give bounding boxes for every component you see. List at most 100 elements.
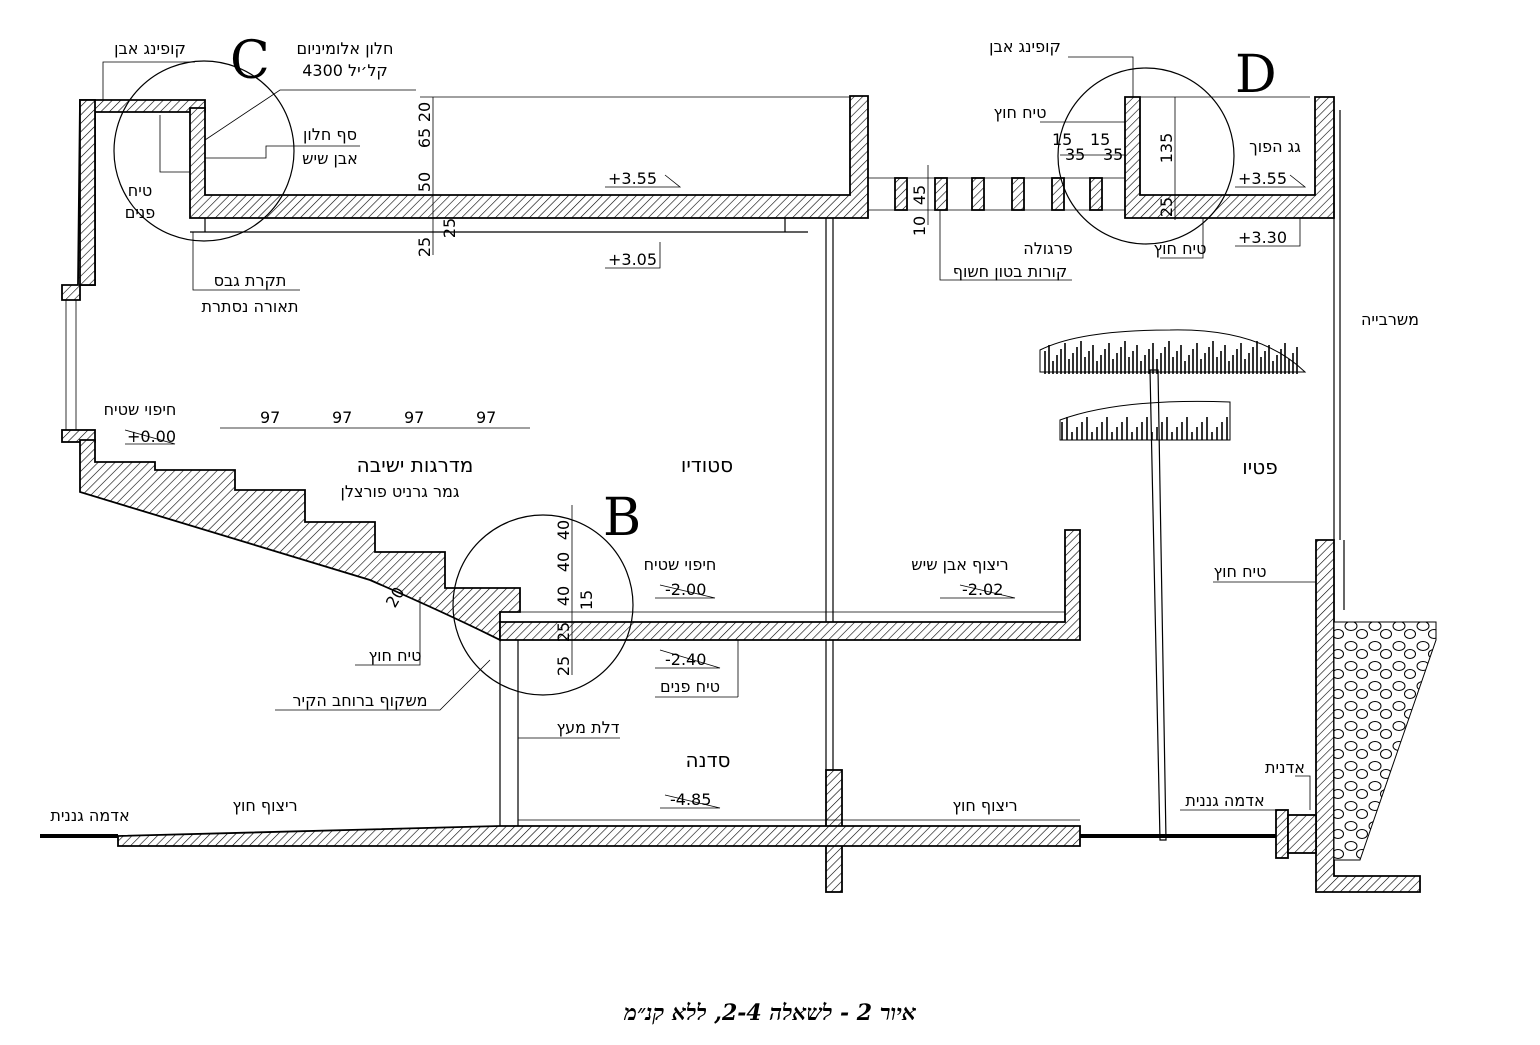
dim-step-4: 97 xyxy=(476,408,496,427)
dimension-labels: 20 65 50 25 25 15 35 15 35 135 25 45 10 … xyxy=(260,102,1176,676)
dim-b-15: 15 xyxy=(577,590,596,610)
tree-canopy-strokes xyxy=(1044,341,1298,440)
label-patio: פטיו xyxy=(1242,455,1277,479)
label-frame: משקוף ברוחב הקיר xyxy=(292,691,427,710)
dim-135: 135 xyxy=(1157,133,1176,164)
left-wall-upper xyxy=(79,99,96,286)
detail-label-d: D xyxy=(1235,45,1277,105)
dim-b-25-a: 25 xyxy=(554,622,573,642)
label-alu-window-model: קל׳יל 4300 xyxy=(302,61,388,80)
dim-step-2: 97 xyxy=(332,408,352,427)
label-coping-right: קופינג אבן xyxy=(989,37,1061,56)
label-coping-left: קופינג אבן xyxy=(114,39,186,58)
dim-b-40-b: 40 xyxy=(554,552,573,572)
roof-slab-left xyxy=(189,95,869,219)
tree-drawing xyxy=(1039,329,1307,841)
level-485: -4.85 xyxy=(670,790,711,809)
label-sill: סף חלון xyxy=(303,125,357,144)
dim-25-c: 25 xyxy=(1157,197,1176,217)
label-mashrabiya: משרבייה xyxy=(1361,310,1419,329)
dim-10: 10 xyxy=(910,216,929,236)
level-305: +3.05 xyxy=(608,250,657,269)
section-drawing: C D B xyxy=(40,31,1437,893)
detail-circles: C D B xyxy=(113,31,1277,696)
label-outer-paving-left: ריצוף חוץ xyxy=(232,796,297,815)
dim-b-40-a: 40 xyxy=(554,520,573,540)
level-marks xyxy=(124,174,1307,809)
gravel-backfill xyxy=(1333,621,1437,861)
detail-circle-c xyxy=(113,60,295,242)
detail-circle-b xyxy=(452,514,634,696)
pergola-beam xyxy=(934,177,948,211)
label-wood-door: דלת מעץ xyxy=(557,718,620,737)
label-floor-finish-top: חיפוי שטיח xyxy=(104,400,177,419)
ground-slab xyxy=(117,825,1081,847)
planter-soil xyxy=(1287,814,1317,854)
label-gypsum-ceiling: תקרת גבס xyxy=(214,271,287,290)
level-330: +3.30 xyxy=(1238,228,1287,247)
label-seating-steps: מדרגות ישיבה xyxy=(357,453,474,477)
label-garden-soil-right: אדמה גננית xyxy=(1185,791,1264,810)
label-granite-finish: גמר גרניט פורצלן xyxy=(341,482,460,501)
label-inner-plaster: טיח xyxy=(128,181,152,200)
level-labels: +3.55 +3.05 +3.55 +3.30 +0.00 -2.00 -2.0… xyxy=(127,169,1287,809)
tree-trunk xyxy=(1149,369,1167,841)
dim-b-25-b: 25 xyxy=(554,656,573,676)
dim-25-b: 25 xyxy=(415,237,434,257)
label-alu-window: חלון אלומיניום xyxy=(297,39,394,58)
label-outer-paving-right: ריצוף חוץ xyxy=(952,796,1017,815)
left-window-frame xyxy=(65,299,77,431)
label-pergola: פרגולה xyxy=(1023,239,1073,258)
dim-45: 45 xyxy=(910,185,929,205)
level-240: -2.40 xyxy=(665,650,706,669)
dim-50: 50 xyxy=(415,172,434,192)
figure-caption: איור 2 - לשאלה 2-4, ללא קנ״מ xyxy=(623,1000,917,1026)
label-planter: אדנית xyxy=(1265,758,1305,777)
label-inverted-roof: גג הפוך xyxy=(1249,137,1301,156)
dim-65: 65 xyxy=(415,128,434,148)
tree-canopy-lower xyxy=(1059,400,1231,441)
pergola-beam xyxy=(1011,177,1025,211)
label-inner-plaster-b: טיח פנים xyxy=(660,677,720,696)
label-workshop: סדנה xyxy=(686,748,731,772)
left-wall-lower-sill xyxy=(61,429,96,443)
dim-step-1: 97 xyxy=(260,408,280,427)
dimension-lines xyxy=(220,96,1310,675)
label-hidden-lighting: תאורה נסתרת xyxy=(202,297,299,316)
level-202: -2.02 xyxy=(962,580,1003,599)
dim-step-3: 97 xyxy=(404,408,424,427)
label-outer-plaster-b: טיח חוץ xyxy=(369,646,422,665)
label-inner-plaster-2: פנים xyxy=(125,203,156,222)
label-marble-floor: ריצוף אבן שיש xyxy=(911,555,1008,574)
detail-label-b: B xyxy=(603,488,641,548)
label-outer-plaster-patio: טיח חוץ xyxy=(1214,562,1267,581)
label-pergola-beams: קורות בטון חשוף xyxy=(953,262,1068,281)
label-garden-soil-left: אדמה גננית xyxy=(50,806,129,825)
pergola-beam xyxy=(971,177,985,211)
structure xyxy=(40,95,1437,893)
dim-15-b: 15 xyxy=(1090,130,1110,149)
level-355-left: +3.55 xyxy=(608,169,657,188)
label-outer-plaster-d: טיח חוץ xyxy=(1154,239,1207,258)
dim-25-a: 25 xyxy=(440,218,459,238)
level-000: +0.00 xyxy=(127,427,176,446)
level-355-right: +3.55 xyxy=(1238,169,1287,188)
tree-canopy-upper xyxy=(1039,329,1307,373)
level-200: -2.00 xyxy=(665,580,706,599)
pergola-beam xyxy=(1089,177,1103,211)
label-outer-plaster-top: טיח חוץ xyxy=(994,103,1047,122)
pergola-beam xyxy=(894,177,908,211)
label-studio: סטודיו xyxy=(681,453,733,477)
detail-circle-d xyxy=(1057,67,1235,245)
dim-b-40-c: 40 xyxy=(554,586,573,606)
dim-15-a: 15 xyxy=(1052,130,1072,149)
annotations: קופינג אבן חלון אלומיניום קל׳יל 4300 סף … xyxy=(50,37,1419,825)
dim-20: 20 xyxy=(415,102,434,122)
detail-label-c: C xyxy=(230,31,270,91)
label-sill-material: אבן שיש xyxy=(302,149,358,168)
roof-slab-right xyxy=(1124,96,1335,219)
label-floor-finish-studio: חיפוי שטיח xyxy=(644,555,717,574)
dim-35-b: 35 xyxy=(1103,145,1123,164)
leader-lines xyxy=(102,56,1316,811)
dim-35-a: 35 xyxy=(1065,145,1085,164)
